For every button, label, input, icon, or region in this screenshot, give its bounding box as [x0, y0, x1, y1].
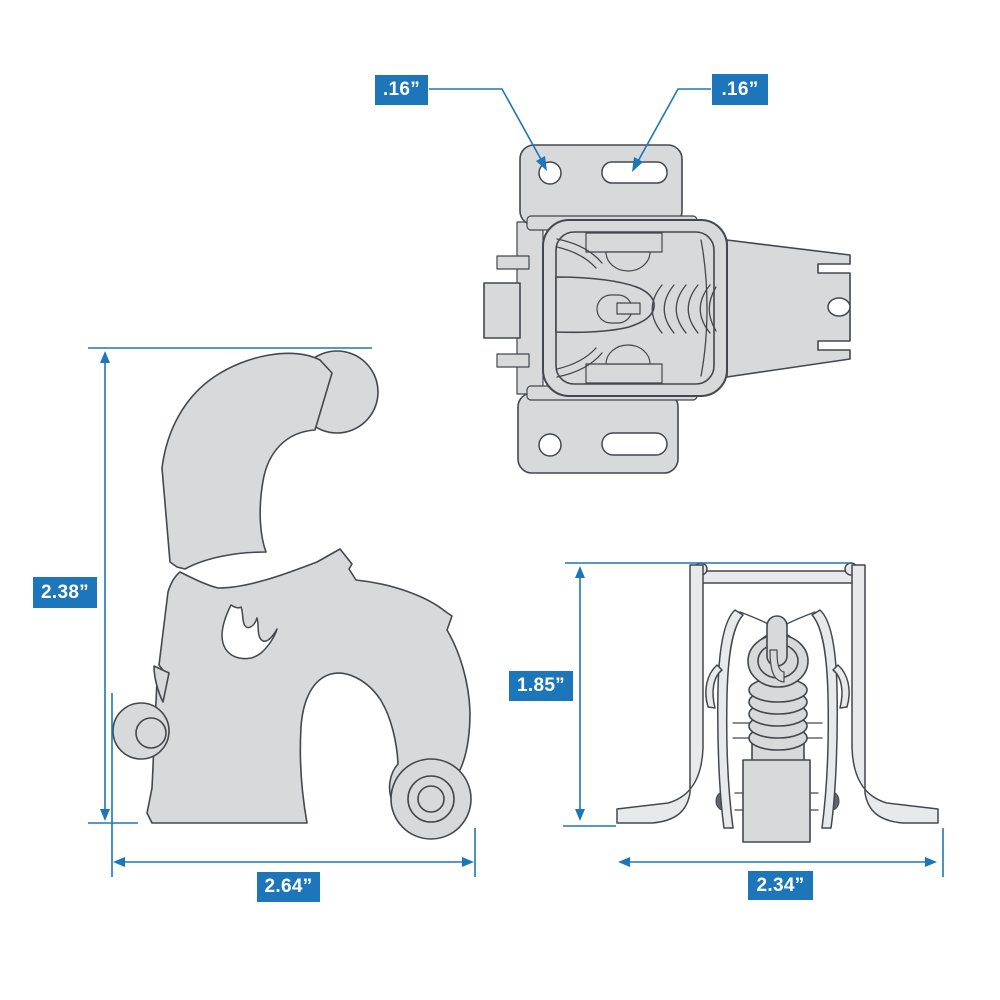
latch-block	[742, 759, 811, 843]
dimension-label-front-width: 2.34”	[748, 871, 813, 900]
side-view-drawing	[112, 350, 472, 840]
bracket-leg-left	[616, 564, 704, 824]
arm-curl-right	[832, 664, 850, 709]
hook-arm	[161, 352, 333, 570]
dimension-label-side-height: 2.38”	[33, 577, 97, 608]
round-mounting-hole	[538, 433, 562, 457]
bracket-leg-right	[851, 564, 939, 824]
bracket-edge	[516, 221, 544, 395]
arrowhead	[113, 857, 125, 867]
top-view-drawing	[483, 144, 851, 474]
slotted-mounting-hole	[601, 432, 668, 456]
arrowhead	[462, 857, 474, 867]
cam-lobe	[605, 344, 651, 365]
flame-cutout	[221, 604, 278, 660]
arrowhead	[575, 809, 585, 821]
arrowhead	[100, 809, 110, 821]
arm-curl-left	[705, 664, 723, 709]
adjuster-tab	[616, 302, 641, 315]
callout-label-round-hole: .16”	[375, 75, 428, 105]
front-view-drawing	[616, 562, 939, 843]
arrowhead	[536, 156, 547, 171]
callout-leader-left	[429, 88, 544, 164]
roller-hub	[135, 717, 167, 749]
top-crossbar	[696, 570, 856, 584]
latch-arm-left	[717, 609, 744, 829]
side-tab	[496, 353, 530, 368]
callout-label-slotted-hole: .16”	[712, 74, 768, 105]
strike-block	[483, 282, 521, 339]
side-tab	[496, 255, 530, 270]
striker-arm-hole	[827, 297, 851, 317]
dimension-label-side-width: 2.64”	[257, 872, 320, 902]
arrowhead	[575, 566, 585, 578]
arrowhead	[618, 857, 630, 867]
latch-arm-right	[811, 609, 838, 829]
spring-top-view	[651, 284, 717, 334]
dimension-label-front-height: 1.85”	[509, 671, 573, 701]
arrowhead	[632, 157, 643, 172]
arrowhead	[100, 351, 110, 363]
coil-spring	[747, 634, 809, 751]
striker-arm	[726, 239, 851, 378]
roller-guard	[153, 665, 170, 703]
arrowhead	[925, 857, 937, 867]
dimension-lines	[88, 88, 944, 877]
callout-leader-right	[636, 88, 711, 164]
cam-bar	[585, 363, 663, 384]
cam-bar	[585, 232, 663, 253]
spring-pin-hook	[769, 649, 785, 683]
cam-lobe	[605, 251, 651, 272]
rolled-hook-core	[417, 785, 445, 813]
